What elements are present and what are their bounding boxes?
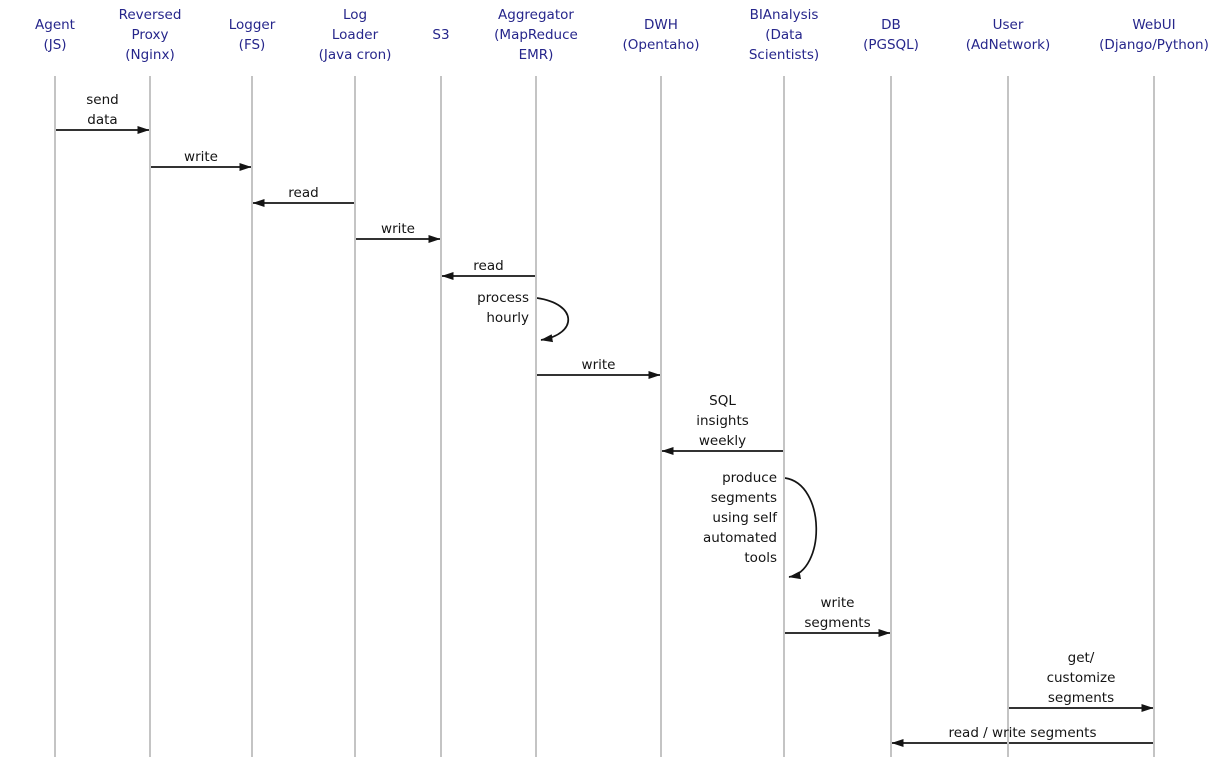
actor-label-line: (FS) [238,37,266,53]
message-label-line: read [288,185,319,201]
actor-label-line: (Java cron) [318,47,392,63]
actor-label-line: (AdNetwork) [965,37,1051,53]
message-label-line: process [477,290,529,306]
actor-label-line: (PGSQL) [863,37,919,53]
message-label-produce-segments-using-self-automated-tools: produce segments using self automated tools [703,468,777,568]
lifeline-logger [251,76,253,757]
actor-label-line: User [992,17,1024,33]
lifeline-log [354,76,356,757]
message-label-line: read / write segments [948,725,1097,741]
message-label-line: write [184,149,218,165]
actor-label-line: S3 [432,27,450,43]
lifeline-db [890,76,892,757]
message-label-process-hourly: process hourly [477,288,529,328]
actor-label-line: (JS) [43,37,67,53]
lifeline-reversed [149,76,151,757]
actor-label-line: Log [342,7,368,23]
actor-label-user: User (AdNetwork) [966,0,1050,70]
actor-label-line: (Opentaho) [622,37,700,53]
actor-label-line: DB [881,17,901,33]
self-message-arrow-produce-segments-using-self-automated-tools [784,477,818,580]
self-message-arrow-process-hourly [536,297,569,343]
actor-label-agent: Agent (JS) [35,0,75,70]
lifeline-webui [1153,76,1155,757]
actor-label-line: WebUI [1132,17,1176,33]
actor-label-line: Scientists) [748,47,820,63]
actor-label-logger: Logger (FS) [229,0,276,70]
actor-label-line: EMR) [518,47,554,63]
message-label-line: send [86,92,119,108]
message-label-sql-insights-weekly: SQL insights weekly [696,391,749,451]
actor-label-line: Proxy [131,27,169,43]
message-label-line: segments [804,615,871,631]
actor-label-line: (Data [765,27,803,43]
message-label-line: insights [696,413,749,429]
actor-label-line: BIAnalysis [749,7,819,23]
actor-label-line: Aggregator [498,7,574,23]
message-label-line: SQL [709,393,736,409]
message-label-get-customize-segments: get/customize segments [1047,648,1116,708]
message-label-line: tools [744,550,777,566]
actor-label-s3: S3 [432,0,449,70]
actor-label-db: DB (PGSQL) [863,0,919,70]
lifeline-dwh [660,76,662,757]
message-label-line: write [581,357,616,373]
actor-label-line: (Nginx) [125,47,175,63]
message-label-line: data [87,112,118,128]
lifeline-agent [54,76,56,757]
actor-label-line: (MapReduce [494,27,578,43]
actor-label-line: (Django/Python) [1099,37,1209,53]
message-label-line: segments [710,490,777,506]
message-label-line: automated [703,530,777,546]
actor-label-line: Loader [331,27,379,43]
message-label-line: write [381,221,415,237]
message-label-line: weekly [698,433,747,449]
lifeline-user [1007,76,1009,757]
actor-label-line: Agent [35,17,75,33]
message-label-line: produce [722,470,777,486]
message-label-write: write [381,219,415,239]
message-label-write-segments: write segments [804,593,870,633]
message-label-line: write [820,595,855,611]
message-label-line: customize [1046,670,1116,686]
message-label-line: segments [1047,690,1115,706]
actor-label-line: Logger [228,17,276,33]
actor-label-line: Reversed [118,7,182,23]
message-label-read: read [473,256,503,276]
message-label-read: read [288,183,318,203]
message-label-write: write [582,355,616,375]
message-label-send-data: send data [86,90,118,130]
actor-label-line: DWH [644,17,678,33]
message-label-line: hourly [486,310,529,326]
message-label-line: read [473,258,504,274]
message-label-line: get/ [1067,650,1095,666]
lifeline-aggregator [535,76,537,757]
actor-label-webui: WebUI (Django/Python) [1099,0,1209,70]
actor-label-dwh: DWH (Opentaho) [623,0,700,70]
message-label-write: write [184,147,218,167]
message-label-line: using self [712,510,777,526]
lifeline-bianalysis [783,76,785,757]
message-label-read-write-segments: read / write segments [948,723,1096,743]
lifeline-s3 [440,76,442,757]
